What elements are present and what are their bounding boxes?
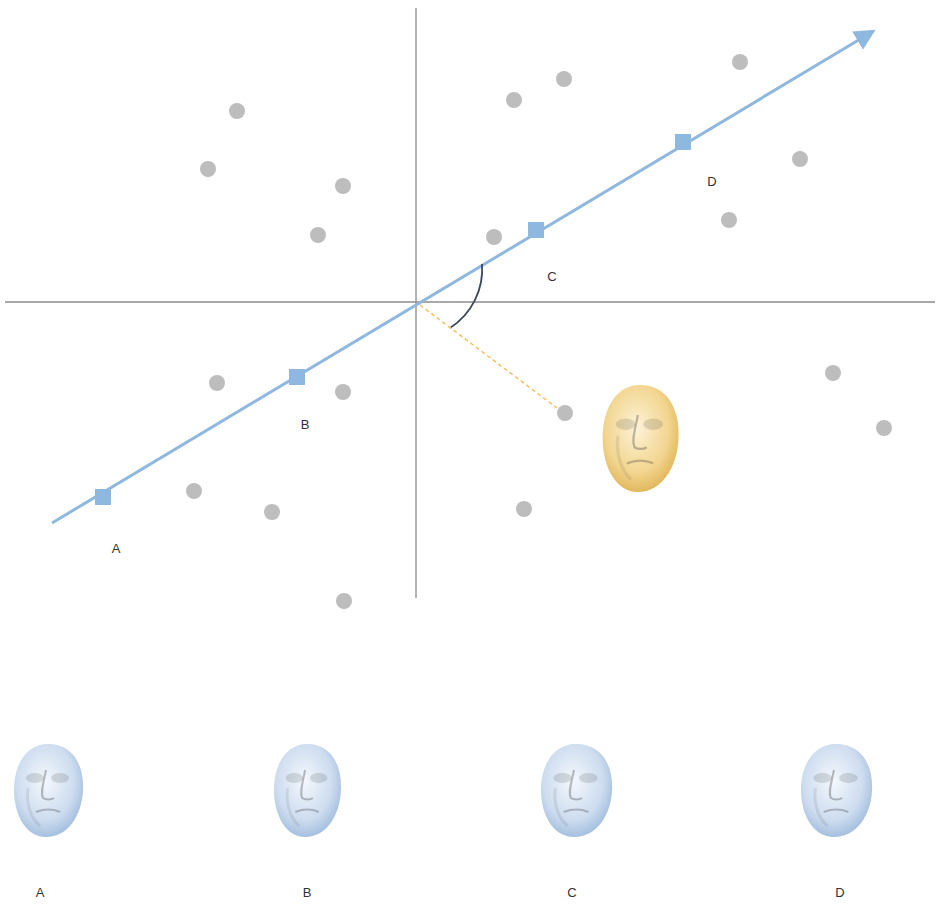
face-label: D: [835, 886, 844, 899]
axis-point-label: B: [301, 418, 310, 431]
axis-point-label: D: [707, 175, 716, 188]
face-label: C: [567, 886, 576, 899]
data-points: [186, 54, 892, 609]
axis-point-label: C: [547, 270, 556, 283]
principal-axis: [52, 32, 872, 523]
projection-line: [420, 305, 557, 408]
face-label: B: [303, 886, 312, 899]
axis-point-label: A: [112, 542, 121, 555]
angle-arc: [450, 264, 482, 328]
sample-face: [603, 385, 679, 492]
face-d: [801, 744, 872, 837]
horizontal-axis: [5, 301, 935, 302]
axis-markers: [95, 134, 691, 505]
face-a: [14, 744, 83, 837]
face-label: A: [36, 886, 45, 899]
face-c: [541, 744, 612, 837]
face-b: [274, 744, 341, 837]
vertical-axis: [415, 8, 416, 598]
